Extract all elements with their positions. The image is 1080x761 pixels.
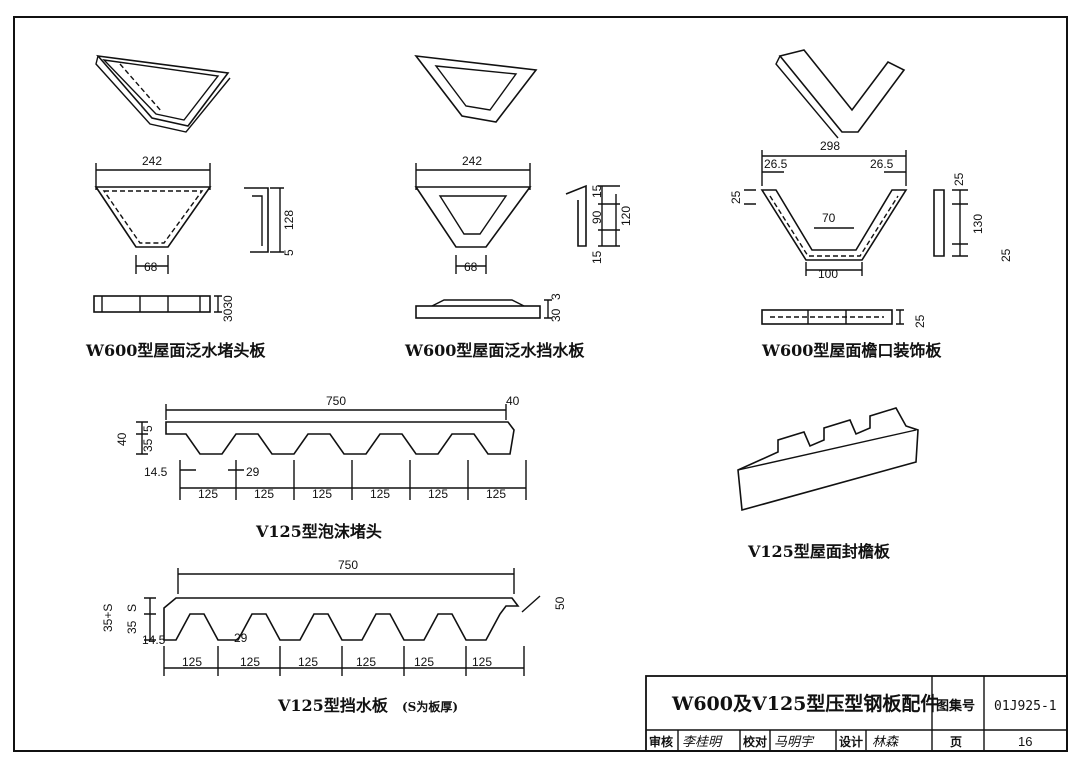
- dim-label: 242: [462, 154, 482, 168]
- w600-end-strip: [93, 295, 222, 313]
- dim-label: 68: [144, 260, 158, 274]
- dim-label: 5: [282, 249, 296, 256]
- dim-label: 14.5: [142, 633, 166, 647]
- w600-stop-side: [565, 184, 620, 247]
- w600-eave-side: [933, 189, 968, 257]
- dim-label: 50: [553, 596, 567, 610]
- dim-label: 29: [234, 631, 248, 645]
- dim-label: 298: [820, 139, 840, 153]
- dim-label: 120: [619, 206, 633, 226]
- dim-label: 15: [590, 184, 604, 198]
- dim-label: 125: [298, 655, 318, 669]
- dim-label: 100: [818, 267, 838, 281]
- dim-label: 14.5: [144, 465, 168, 479]
- caption-v125-foam: V125型泡沫堵头: [255, 522, 382, 541]
- caption-v125-stop: V125型挡水板: [277, 696, 389, 715]
- dim-label: 25: [999, 248, 1013, 262]
- caption-w600-eave: W600型屋面檐口装饰板: [761, 341, 942, 360]
- dim-label: 3: [549, 293, 563, 300]
- dim-label: S: [125, 604, 139, 612]
- caption-v125-eave: V125型屋面封檐板: [747, 542, 891, 561]
- w600-end-side: [244, 187, 284, 253]
- dim-label: 130: [971, 214, 985, 234]
- v125-foam-profile: [136, 404, 527, 500]
- dim-label: 125: [428, 487, 448, 501]
- dim-label: 125: [486, 487, 506, 501]
- dim-label: 40: [506, 394, 520, 408]
- dim-label: 750: [338, 558, 358, 572]
- dim-label: 125: [182, 655, 202, 669]
- page-label: 页: [950, 735, 962, 749]
- w600-end-front: [94, 163, 212, 274]
- dim-label: 25: [729, 190, 743, 204]
- dim-label: 128: [282, 210, 296, 230]
- dim-label: 125: [370, 487, 390, 501]
- dim-label: 125: [472, 655, 492, 669]
- w600-eave-isometric: [775, 49, 906, 139]
- dim-label: 35: [141, 438, 155, 452]
- caption-w600-end: W600型屋面泛水堵头板: [85, 341, 266, 360]
- dim-label: 40: [115, 432, 129, 446]
- dim-label: 125: [254, 487, 274, 501]
- dim-label: 68: [464, 260, 478, 274]
- dim-label: 35+S: [101, 604, 115, 632]
- v125-eave-isometric: [737, 407, 919, 512]
- dim-label: 25: [913, 314, 927, 328]
- dim-label: 125: [198, 487, 218, 501]
- title-block-lines: [645, 675, 1068, 752]
- w600-stop-strip: [415, 299, 552, 319]
- dim-label: 25: [952, 172, 966, 186]
- sheet-border: [13, 16, 1068, 752]
- design-signature: 林森: [872, 735, 900, 750]
- dim-label: 125: [312, 487, 332, 501]
- w600-eave-front: [744, 150, 908, 276]
- dim-label: 242: [142, 154, 162, 168]
- atlas-label: 图集号: [936, 698, 975, 714]
- dim-label: 70: [822, 211, 836, 225]
- review-signature: 李桂明: [682, 735, 723, 750]
- drawing-title: W600及V125型压型钢板配件: [671, 692, 939, 715]
- w600-end-isometric: [95, 54, 231, 133]
- dim-label: 3030: [221, 295, 235, 322]
- v125-stop-profile: [144, 568, 541, 676]
- dim-label: 29: [246, 465, 260, 479]
- dim-label: 125: [414, 655, 434, 669]
- w600-stop-isometric: [414, 54, 538, 123]
- v125-stop-pitch-labels: 125 125 125 125 125 125: [182, 655, 492, 669]
- dim-label: 35: [125, 620, 139, 634]
- check-label: 校对: [743, 734, 767, 749]
- w600-stop-front: [414, 163, 532, 274]
- dim-label: 26.5: [870, 157, 894, 171]
- dim-label: 26.5: [764, 157, 788, 171]
- design-label: 设计: [839, 734, 863, 749]
- w600-eave-strip: [761, 309, 904, 325]
- dim-label: 125: [240, 655, 260, 669]
- dim-label: 125: [356, 655, 376, 669]
- atlas-number: 01J925-1: [994, 699, 1057, 714]
- caption-w600-stop: W600型屋面泛水挡水板: [404, 341, 585, 360]
- v125-foam-pitch-labels: 125 125 125 125 125 125: [198, 487, 506, 501]
- caption-v125-stop-note: (S为板厚): [402, 699, 458, 714]
- dim-label: 15: [590, 250, 604, 264]
- page-number: 16: [1018, 734, 1032, 749]
- dim-label: 90: [590, 210, 604, 224]
- dim-label: 750: [326, 394, 346, 408]
- dim-label: 30: [549, 308, 563, 322]
- dim-label: 5: [141, 425, 155, 432]
- review-label: 审核: [649, 734, 673, 749]
- check-signature: 马明宇: [774, 735, 815, 750]
